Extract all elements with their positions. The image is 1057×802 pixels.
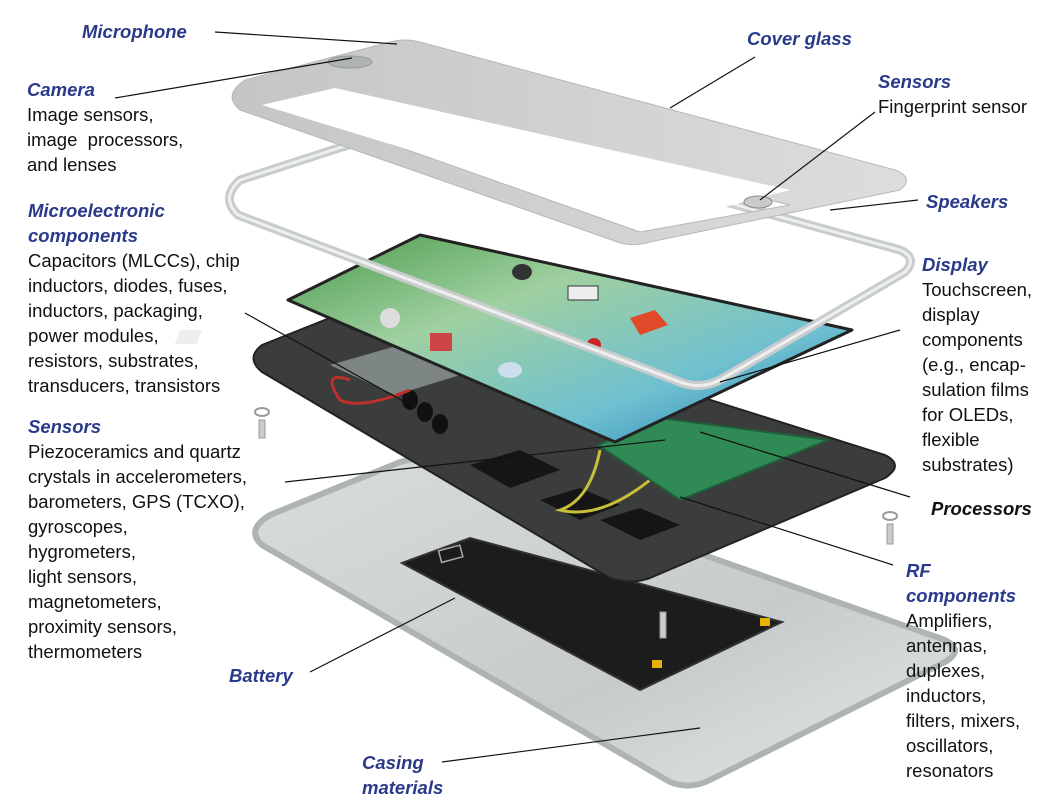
- label-title: Cover glass: [747, 28, 852, 49]
- label-line: display: [922, 304, 980, 325]
- label-sensors-left: Sensors Piezoceramics and quartz crystal…: [28, 414, 247, 664]
- label-line: filters, mixers,: [906, 710, 1021, 731]
- label-line: power modules,: [28, 325, 159, 346]
- label-rf-components: RF components Amplifiers, antennas, dupl…: [906, 558, 1020, 783]
- label-display: Display Touchscreen, display components …: [922, 252, 1032, 477]
- label-line: hygrometers,: [28, 541, 136, 562]
- label-line: transducers, transistors: [28, 375, 221, 396]
- label-line: proximity sensors,: [28, 616, 178, 637]
- label-processors: Processors: [931, 496, 1032, 521]
- label-title: Camera: [27, 79, 95, 100]
- label-cover-glass: Cover glass: [747, 26, 852, 51]
- label-title: RF: [906, 560, 931, 581]
- label-line: Capacitors (MLCCs), chip: [28, 250, 240, 271]
- label-line: and lenses: [27, 154, 117, 175]
- battery-icon: [437, 544, 464, 564]
- label-title: components: [906, 585, 1016, 606]
- label-title: Battery: [229, 665, 293, 686]
- label-speakers: Speakers: [926, 189, 1008, 214]
- label-battery: Battery: [229, 663, 293, 688]
- label-line: magnetometers,: [28, 591, 162, 612]
- label-microphone: Microphone: [82, 19, 187, 44]
- label-line: thermometers: [28, 641, 143, 662]
- label-title: Microelectronic: [28, 200, 165, 221]
- label-line: Touchscreen,: [922, 279, 1033, 300]
- label-line: light sensors,: [28, 566, 137, 587]
- label-line: sulation films: [922, 379, 1029, 400]
- label-line: flexible: [922, 429, 980, 450]
- label-sensors-right: Sensors Fingerprint sensor: [878, 69, 1027, 119]
- label-line: antennas,: [906, 635, 988, 656]
- label-title: Display: [922, 254, 988, 275]
- battery-layer: [399, 536, 785, 692]
- label-microelectronic-components: Microelectronic components Capacitors (M…: [28, 198, 240, 398]
- label-line: barometers, GPS (TCXO),: [28, 491, 245, 512]
- app-icons: [380, 264, 668, 378]
- label-line: oscillators,: [906, 735, 994, 756]
- label-line: inductors, packaging,: [28, 300, 203, 321]
- label-line: Image sensors,: [27, 104, 154, 125]
- label-title: components: [28, 225, 138, 246]
- label-line: (e.g., encap-: [922, 354, 1026, 375]
- leader-lines: [114, 31, 919, 763]
- label-casing-materials: Casing materials: [362, 750, 443, 800]
- label-line: duplexes,: [906, 660, 986, 681]
- label-line: resistors, substrates,: [28, 350, 199, 371]
- label-line: gyroscopes,: [28, 516, 128, 537]
- label-title: materials: [362, 777, 444, 798]
- label-line: inductors, diodes, fuses,: [28, 275, 228, 296]
- label-line: components: [922, 329, 1023, 350]
- label-line: resonators: [906, 760, 994, 781]
- label-title: Casing: [362, 752, 424, 773]
- fingerprint-button-icon: [743, 195, 773, 209]
- label-line: crystals in accelerometers,: [28, 466, 247, 487]
- label-title: Sensors: [28, 416, 102, 437]
- label-line: Amplifiers,: [906, 610, 993, 631]
- label-line: substrates): [922, 454, 1014, 475]
- label-title: Microphone: [82, 21, 187, 42]
- screw-icon: [254, 407, 898, 639]
- label-title: Speakers: [926, 191, 1009, 212]
- label-title: Processors: [931, 498, 1032, 519]
- label-line: Fingerprint sensor: [878, 96, 1028, 117]
- label-title: Sensors: [878, 71, 952, 92]
- label-line: image processors,: [27, 129, 184, 150]
- label-line: Piezoceramics and quartz: [28, 441, 241, 462]
- label-camera: Camera Image sensors, image processors, …: [27, 77, 183, 177]
- label-line: inductors,: [906, 685, 987, 706]
- label-line: for OLEDs,: [922, 404, 1014, 425]
